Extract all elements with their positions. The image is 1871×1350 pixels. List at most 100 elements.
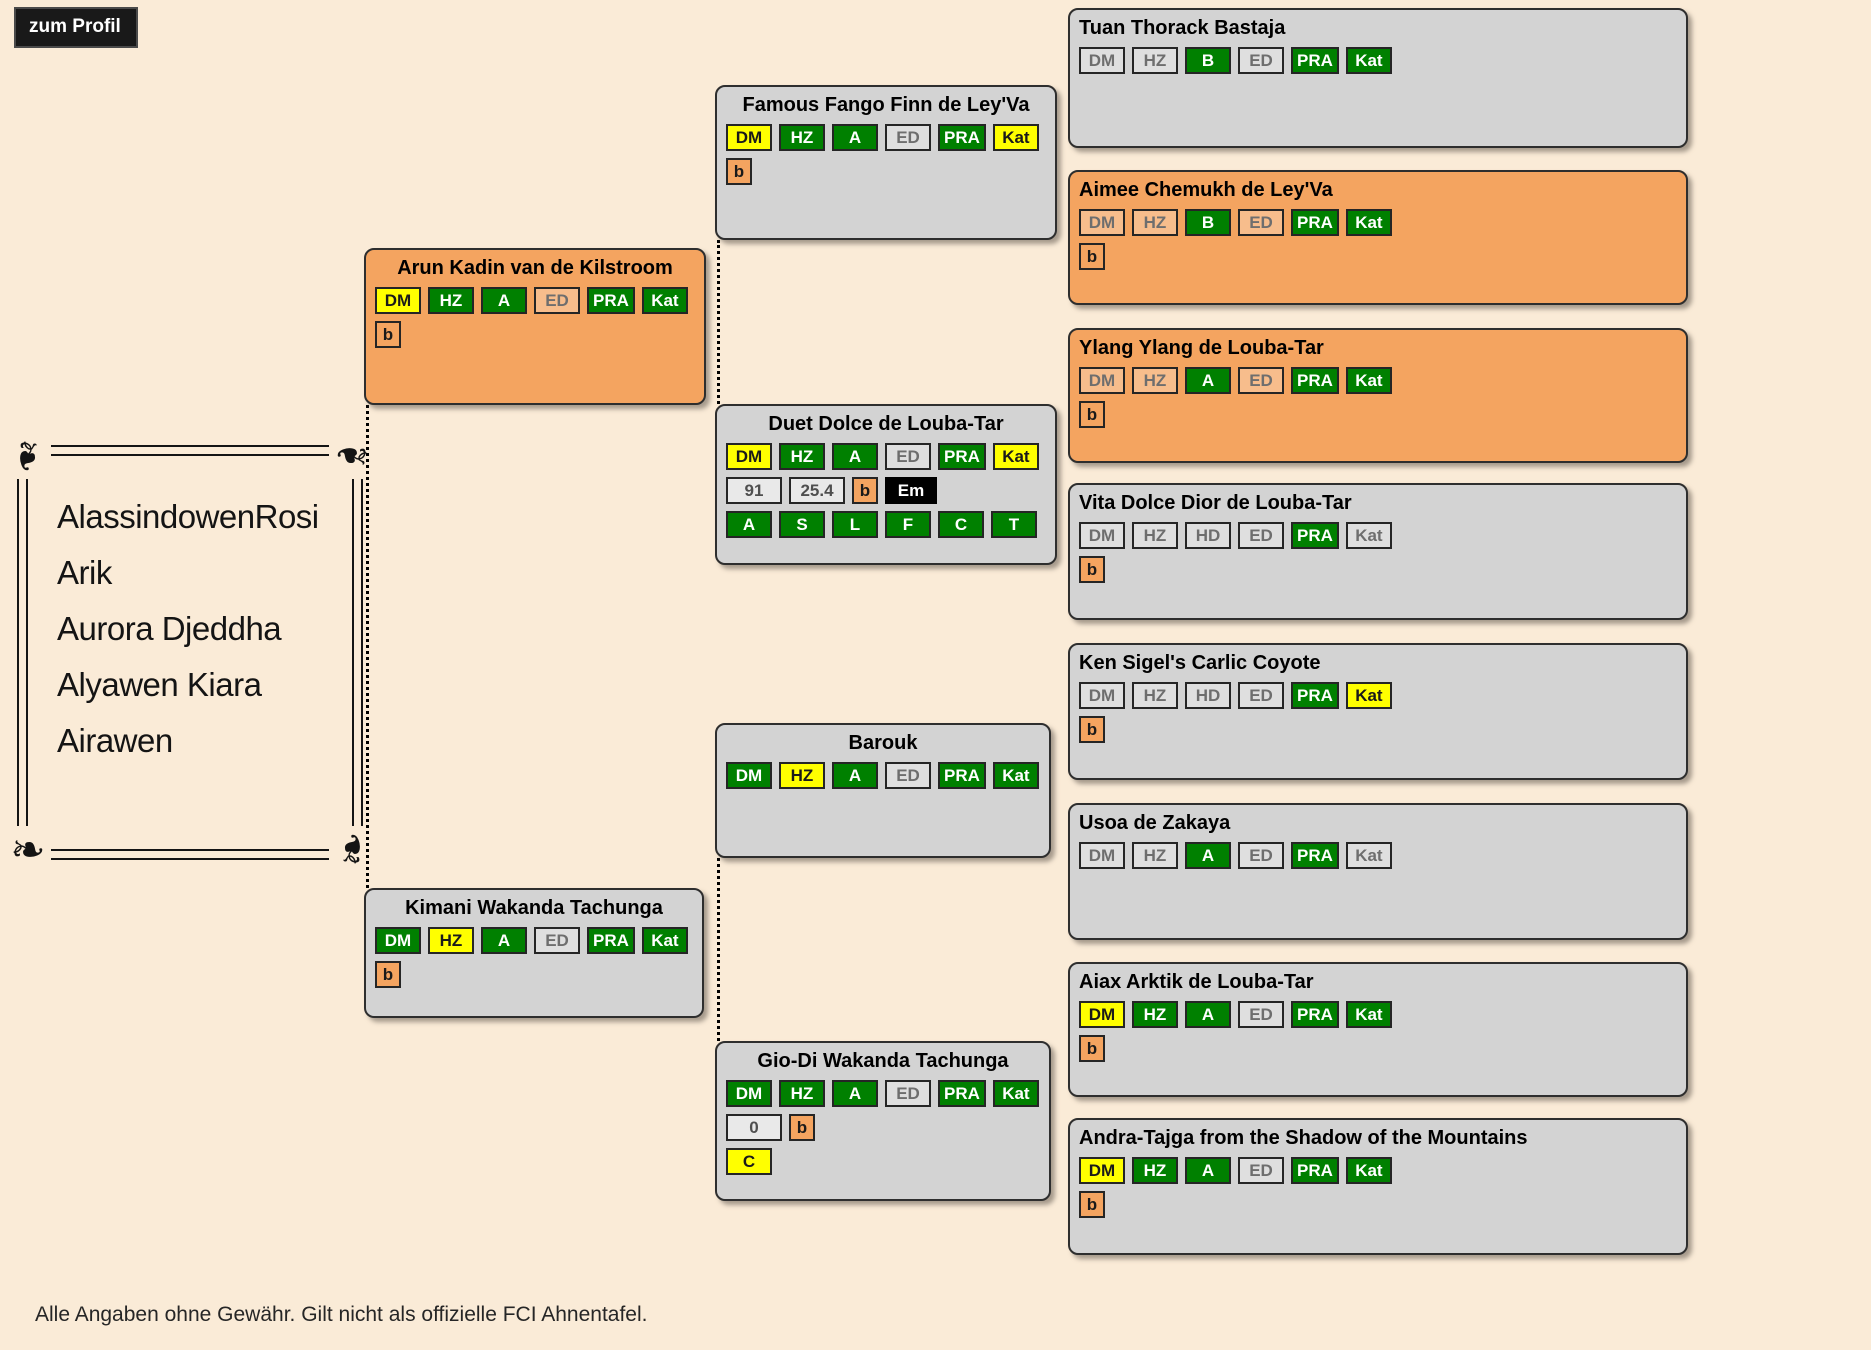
badge-dm: DM (375, 287, 421, 314)
badge-dm: DM (1079, 209, 1125, 236)
frame-flourish-icon: ❧ (5, 433, 52, 479)
badge-dm: DM (1079, 522, 1125, 549)
badge-a: A (1185, 1157, 1231, 1184)
ancestor-box-andra[interactable]: Andra-Tajga from the Shadow of the Mount… (1068, 1118, 1688, 1255)
badge-b: b (1079, 243, 1105, 270)
badge-kat: Kat (1345, 367, 1392, 394)
dog-name[interactable]: Duet Dolce de Louba-Tar (768, 413, 1004, 435)
badge-hz: HZ (1132, 1001, 1178, 1028)
dog-name[interactable]: Barouk (848, 732, 918, 754)
badge-kat: Kat (1345, 682, 1392, 709)
badge-b: b (1079, 401, 1105, 428)
badge-ed: ED (534, 287, 580, 314)
litter-name: Arik (57, 554, 112, 591)
badge-hz: HZ (779, 762, 825, 789)
badge-c: C (938, 511, 984, 538)
badge-a: A (832, 1080, 878, 1107)
badge-kat: Kat (1345, 522, 1392, 549)
badge-ed: ED (1238, 1157, 1284, 1184)
dog-name[interactable]: Ken Sigel's Carlic Coyote (1079, 652, 1321, 674)
badge-254: 25.4 (789, 477, 845, 504)
badge-row: b (1079, 556, 1677, 583)
disclaimer-text: Alle Angaben ohne Gewähr. Gilt nicht als… (35, 1303, 648, 1326)
badge-dm: DM (1079, 682, 1125, 709)
dog-name[interactable]: Vita Dolce Dior de Louba-Tar (1079, 492, 1352, 514)
badge-a: A (726, 511, 772, 538)
badge-l: L (832, 511, 878, 538)
badge-hz: HZ (428, 927, 474, 954)
badge-kat: Kat (1345, 1157, 1392, 1184)
badge-pra: PRA (587, 927, 635, 954)
badge-kat: Kat (992, 124, 1039, 151)
badge-hz: HZ (1132, 682, 1178, 709)
badge-t: T (991, 511, 1037, 538)
badge-b: b (1079, 1191, 1105, 1218)
badge-b: b (852, 477, 878, 504)
badge-ed: ED (885, 1080, 931, 1107)
badge-f: F (885, 511, 931, 538)
badge-ed: ED (1238, 367, 1284, 394)
badge-ed: ED (534, 927, 580, 954)
litter-name: Aurora Djeddha (57, 610, 282, 647)
badge-a: A (832, 124, 878, 151)
dog-name[interactable]: Usoa de Zakaya (1079, 812, 1231, 834)
badge-ed: ED (1238, 47, 1284, 74)
badge-pra: PRA (1291, 1157, 1339, 1184)
badge-dm: DM (1079, 842, 1125, 869)
badge-ed: ED (1238, 209, 1284, 236)
badge-pra: PRA (587, 287, 635, 314)
badge-a: A (1185, 367, 1231, 394)
dog-name[interactable]: Aiax Arktik de Louba-Tar (1079, 971, 1314, 993)
dog-name[interactable]: Andra-Tajga from the Shadow of the Mount… (1079, 1127, 1528, 1149)
badge-a: A (481, 287, 527, 314)
badge-ed: ED (1238, 842, 1284, 869)
dog-name[interactable]: Aimee Chemukh de Ley'Va (1079, 179, 1333, 201)
badge-kat: Kat (1345, 209, 1392, 236)
badge-b: b (375, 961, 401, 988)
dog-name[interactable]: Famous Fango Finn de Ley'Va (742, 94, 1030, 116)
badge-row: b (1079, 716, 1677, 743)
badge-dm: DM (375, 927, 421, 954)
dog-name[interactable]: Arun Kadin van de Kilstroom (397, 257, 673, 279)
badge-a: A (1185, 842, 1231, 869)
badge-pra: PRA (938, 762, 986, 789)
dog-name[interactable]: Kimani Wakanda Tachunga (405, 897, 663, 919)
badge-kat: Kat (1345, 47, 1392, 74)
dog-name[interactable]: Ylang Ylang de Louba-Tar (1079, 337, 1324, 359)
dog-name[interactable]: Tuan Thorack Bastaja (1079, 17, 1286, 39)
badge-ed: ED (1238, 1001, 1284, 1028)
badge-row: b (1079, 401, 1677, 428)
badge-ed: ED (885, 124, 931, 151)
badge-hz: HZ (779, 1080, 825, 1107)
badge-pra: PRA (938, 1080, 986, 1107)
badge-kat: Kat (1345, 1001, 1392, 1028)
dog-name[interactable]: Gio-Di Wakanda Tachunga (757, 1050, 1009, 1072)
zum-profil-button[interactable]: zum Profil (14, 7, 138, 48)
connector-line (717, 858, 720, 1041)
badge-b: b (1079, 716, 1105, 743)
badge-b: b (1079, 556, 1105, 583)
